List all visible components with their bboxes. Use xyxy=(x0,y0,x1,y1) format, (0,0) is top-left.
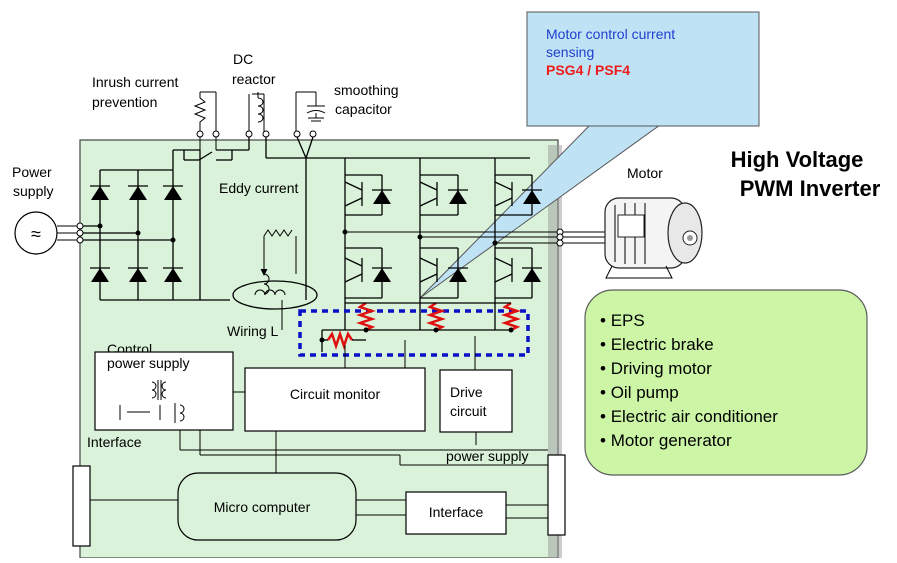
eddy-current-label: Eddy current xyxy=(219,180,298,196)
applications-list: • EPS • Electric brake • Driving motor •… xyxy=(600,311,778,450)
interface-bottom-label: Interface xyxy=(429,504,484,520)
motor-label: Motor xyxy=(627,165,663,181)
application-item: • Electric air conditioner xyxy=(600,407,778,426)
shunt-resistors xyxy=(319,301,521,370)
drive-circuit-label-line1: Drive xyxy=(450,384,483,400)
callout-product: PSG4 / PSF4 xyxy=(546,62,630,78)
micro-computer-label: Micro computer xyxy=(214,499,311,515)
power-supply-lower-label: power supply xyxy=(446,448,529,464)
right-connector xyxy=(547,454,566,536)
smoothing-label-line2: capacitor xyxy=(335,101,392,117)
circuit-monitor-label: Circuit monitor xyxy=(290,386,381,402)
control-power-box xyxy=(94,351,234,431)
dc-reactor-label-line1: DC xyxy=(233,51,253,67)
inverter-leg-u xyxy=(342,158,392,330)
inverter-leg-v xyxy=(417,158,468,330)
callout-title-line1: Motor control current xyxy=(546,26,675,42)
application-item: • Driving motor xyxy=(600,359,712,378)
rectifier-bridge xyxy=(83,169,200,301)
control-label-line2: power supply xyxy=(107,355,190,371)
dc-bus xyxy=(172,136,530,301)
power-supply-label-line2: supply xyxy=(13,183,53,199)
interface-left-label: Interface xyxy=(87,434,142,450)
application-item: • EPS xyxy=(600,311,645,330)
power-supply-label-line1: Power xyxy=(12,164,52,180)
micro-computer-box xyxy=(177,472,357,541)
circuit-monitor-box xyxy=(244,367,426,432)
motor-icon xyxy=(604,197,703,279)
callout-title-line2: sensing xyxy=(546,44,594,60)
dc-reactor-label-line2: reactor xyxy=(232,71,276,87)
drive-circuit-label-line2: circuit xyxy=(450,403,487,419)
current-transformer xyxy=(232,229,318,330)
inrush-label-line1: Inrush current xyxy=(92,74,178,90)
wiring-l-label: Wiring L xyxy=(227,323,279,339)
motor-output-lines xyxy=(345,228,610,247)
control-wiring xyxy=(90,391,548,519)
interface-box xyxy=(405,491,507,535)
dc-reactor-coil xyxy=(245,92,270,138)
heading-line1: High Voltage xyxy=(731,147,864,172)
applications-panel xyxy=(584,289,868,476)
inrush-label-line2: prevention xyxy=(92,94,157,110)
application-item: • Electric brake xyxy=(600,335,714,354)
application-item: • Oil pump xyxy=(600,383,679,402)
application-item: • Motor generator xyxy=(600,431,732,450)
left-connector xyxy=(72,465,91,547)
ac-wave-icon: ≈ xyxy=(31,224,41,244)
callout-box xyxy=(526,11,760,127)
input-terminals xyxy=(57,222,84,244)
drive-circuit-box xyxy=(439,369,513,433)
inverter-leg-w xyxy=(492,158,542,330)
sensing-region xyxy=(298,309,530,357)
heading-line2: PWM Inverter xyxy=(740,176,881,201)
smoothing-label-line1: smoothing xyxy=(334,82,399,98)
smoothing-capacitor xyxy=(293,91,326,138)
transformer-icon xyxy=(119,380,185,423)
inrush-resistor xyxy=(193,91,220,150)
